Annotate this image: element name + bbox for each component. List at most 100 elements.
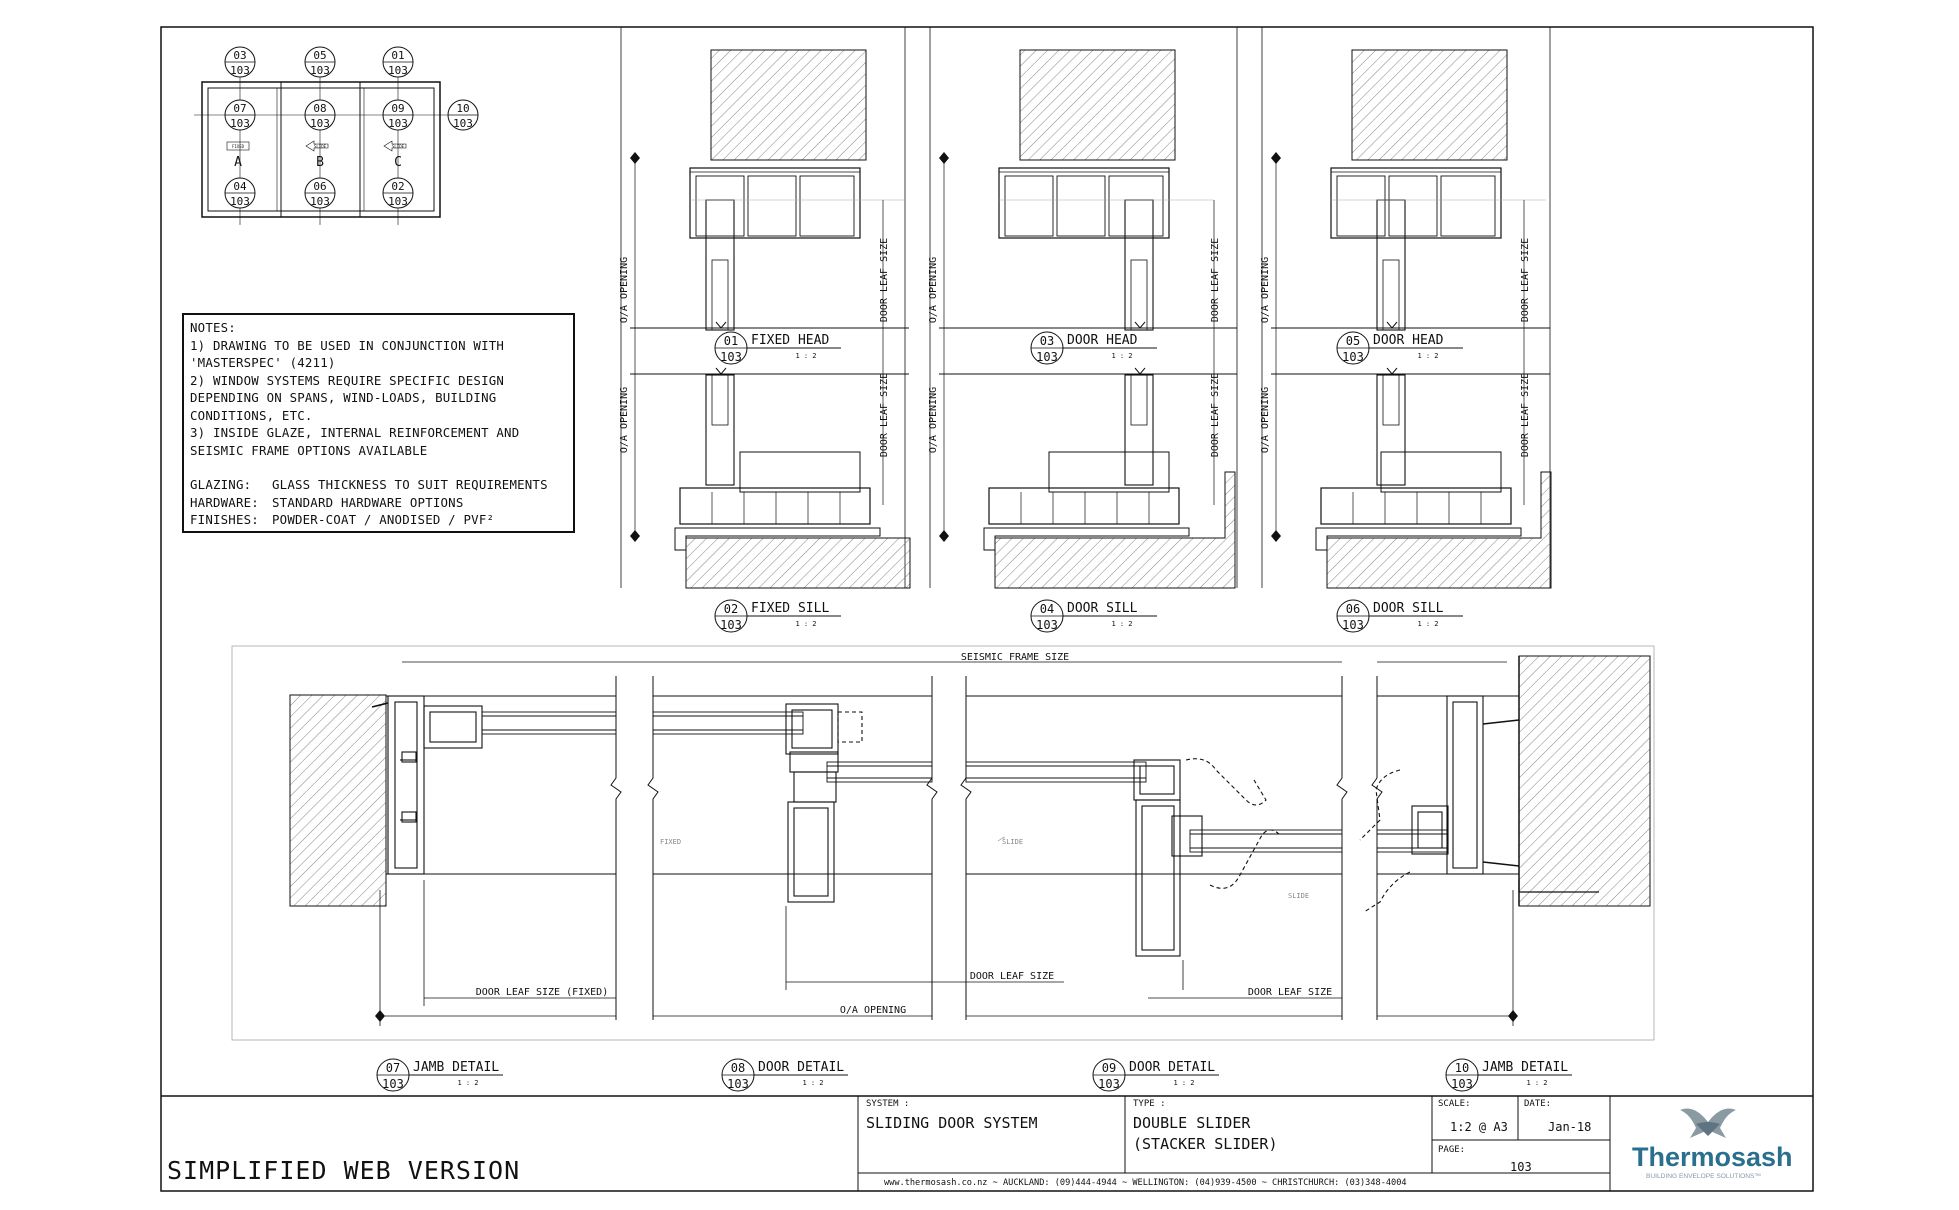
detail-title-text: DOOR HEAD [1373, 333, 1444, 348]
fixed-tag: FIXED [660, 838, 681, 846]
detail-number: 03 [1040, 334, 1054, 348]
page-label: PAGE: [1438, 1145, 1466, 1155]
door-leaf-size-label: DOOR LEAF SIZE [1210, 238, 1221, 322]
oa-opening-label: O/A OPENING [1260, 257, 1271, 323]
hardware-value: STANDARD HARDWARE OPTIONS [272, 494, 464, 510]
date-value: Jan-18 [1548, 1120, 1592, 1134]
note-line: SEISMIC FRAME OPTIONS AVAILABLE [190, 442, 428, 458]
detail-scale: 1 : 2 [1417, 352, 1438, 360]
detail-sheet: 103 [1098, 1077, 1120, 1091]
scale-label: SCALE: [1438, 1099, 1471, 1109]
detail-scale: 1 : 2 [795, 352, 816, 360]
detail-sheet: 103 [720, 618, 742, 632]
detail-sheet: 103 [382, 1077, 404, 1091]
detail-title-text: DOOR DETAIL [758, 1060, 844, 1075]
oa-opening-label: O/A OPENING [928, 387, 939, 453]
finishes-value: POWDER-COAT / ANODISED / PVF² [272, 512, 495, 527]
marker-sheet: 103 [230, 195, 250, 208]
marker-sheet: 103 [388, 117, 408, 130]
detail-title-text: DOOR SILL [1067, 601, 1138, 616]
marker-number: 09 [391, 102, 404, 115]
door-leaf-size-label: DOOR LEAF SIZE [1520, 373, 1531, 457]
detail-number: 05 [1346, 334, 1360, 348]
detail-number: 10 [1455, 1061, 1469, 1075]
detail-title: 09 103 DOOR DETAIL 1 : 2 [1092, 1058, 1219, 1092]
detail-title-text: FIXED HEAD [751, 333, 829, 348]
note-line: 1) DRAWING TO BE USED IN CONJUNCTION WIT… [190, 337, 505, 353]
marker-number: 08 [313, 102, 326, 115]
type-value-1: DOUBLE SLIDER [1133, 1114, 1251, 1132]
slide-tag-2: SLIDE [1288, 892, 1309, 900]
detail-scale: 1 : 2 [457, 1079, 478, 1087]
marker-sheet: 103 [388, 64, 408, 77]
marker-number: 03 [233, 49, 246, 62]
door-leaf-size-label: DOOR LEAF SIZE [879, 373, 890, 457]
marker-number: 04 [233, 180, 247, 193]
detail-scale: 1 : 2 [802, 1079, 823, 1087]
detail-title-text: DOOR DETAIL [1129, 1060, 1215, 1075]
detail-sheet: 103 [1451, 1077, 1473, 1091]
type-value-2: (STACKER SLIDER) [1133, 1135, 1278, 1153]
note-line: 3) INSIDE GLAZE, INTERNAL REINFORCEMENT … [190, 425, 520, 440]
note-line: 2) WINDOW SYSTEMS REQUIRE SPECIFIC DESIG… [190, 372, 505, 388]
thermosash-logo-mark [1680, 1108, 1736, 1138]
marker-number: 05 [313, 49, 326, 62]
marker-sheet: 103 [388, 195, 408, 208]
detail-scale: 1 : 2 [1173, 1079, 1194, 1087]
glazing-row: GLAZING: GLASS THICKNESS TO SUIT REQUIREM… [190, 476, 567, 494]
hardware-row: HARDWARE: STANDARD HARDWARE OPTIONS [190, 494, 567, 512]
glazing-label: GLAZING: [190, 477, 252, 492]
jamb-plan-details: SEISMIC FRAME SIZE DOOR LEAF SIZE (FIXED… [231, 645, 1655, 1041]
marker-number: 06 [313, 180, 326, 193]
note-line: 'MASTERSPEC' (4211) [190, 355, 336, 370]
marker-number: 02 [391, 180, 404, 193]
marker-sheet: 103 [453, 117, 473, 130]
system-label: SYSTEM : [866, 1099, 910, 1109]
hardware-label: HARDWARE: [190, 494, 259, 510]
detail-scale: 1 : 2 [1111, 620, 1132, 628]
oa-opening-label: O/A OPENING [928, 257, 939, 323]
panel-b-label: B [316, 155, 324, 170]
note-line: CONDITIONS, ETC. [190, 407, 313, 423]
panel-a-label: A [234, 155, 242, 170]
glazing-value: GLASS THICKNESS TO SUIT REQUIREMENTS [272, 477, 548, 492]
upper-detail-frames [620, 27, 1551, 588]
date-label: DATE: [1524, 1099, 1552, 1109]
detail-scale: 1 : 2 [1111, 352, 1132, 360]
marker-sheet: 103 [230, 64, 250, 77]
system-value: SLIDING DOOR SYSTEM [866, 1114, 1038, 1132]
marker-sheet: 103 [230, 117, 250, 130]
web-version-title: SIMPLIFIED WEB VERSION [167, 1156, 521, 1185]
oa-opening-label-plan: O/A OPENING [840, 1005, 906, 1016]
detail-title-text: JAMB DETAIL [1482, 1060, 1568, 1075]
detail-number: 04 [1040, 602, 1054, 616]
door-leaf-size-fixed-label: DOOR LEAF SIZE (FIXED) [476, 987, 608, 998]
finishes-row: FINISHES:POWDER-COAT / ANODISED / PVF² [190, 511, 567, 529]
marker-sheet: 103 [310, 195, 330, 208]
marker-number: 07 [233, 102, 246, 115]
marker-number: 10 [456, 102, 469, 115]
panel-b-tag: SLIDE [314, 144, 327, 149]
door-leaf-size-label: DOOR LEAF SIZE [1520, 238, 1531, 322]
detail-number: 09 [1102, 1061, 1116, 1075]
detail-number: 06 [1346, 602, 1360, 616]
scale-value: 1:2 @ A3 [1450, 1120, 1508, 1134]
contact-line: www.thermosash.co.nz ~ AUCKLAND: (09)444… [884, 1178, 1407, 1188]
